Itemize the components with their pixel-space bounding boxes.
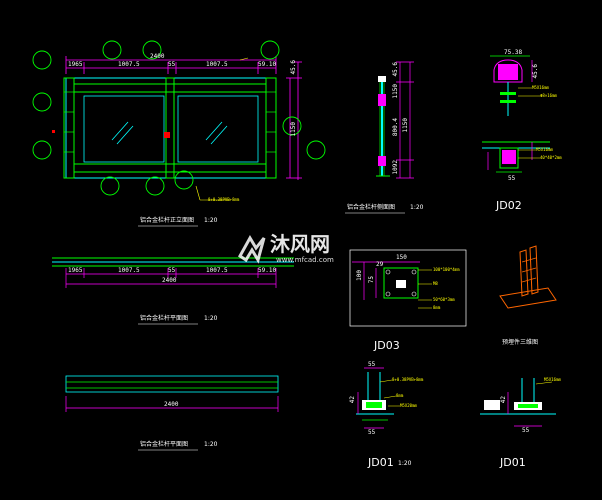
- jd02-note-3: M5X16mm: [536, 147, 553, 152]
- jd01-left-detail: [356, 367, 400, 429]
- elev-dim-5: 59.10: [258, 61, 277, 68]
- jd02-dim-3: 55: [508, 175, 516, 182]
- jd02-note-2: Φ8×16mm: [540, 93, 557, 98]
- watermark: 沐风网 www.mfcad.com: [236, 232, 368, 268]
- jd03-dim-4: 29: [376, 261, 384, 268]
- plan1-dim-3: 55: [168, 267, 176, 274]
- jd02-label: JD02: [496, 199, 522, 212]
- jd01l-note-3: M5X20mm: [400, 403, 417, 408]
- jd01-right-detail: [480, 378, 556, 427]
- plan-view-2: [65, 375, 279, 412]
- iso-title: 预埋件三维图: [502, 339, 539, 346]
- elev-overall-width: 2400: [150, 53, 165, 60]
- side-dim-2: 1150: [392, 84, 399, 99]
- watermark-brand: 沐风网: [270, 232, 330, 256]
- jd02-dim-2: 45.6: [532, 64, 539, 79]
- iso-embed-view: [499, 245, 557, 309]
- jd03-dim-2: 100: [356, 270, 363, 281]
- side-dim-5: 1150: [402, 118, 409, 133]
- plan1-overall-width: 2400: [162, 277, 177, 284]
- plan1-dim-2: 1007.5: [118, 267, 140, 274]
- plan1-dim-4: 1007.5: [206, 267, 228, 274]
- elev-dim-4: 1007.5: [206, 61, 228, 68]
- elev-scale: 1:20: [204, 217, 218, 224]
- title-underlines: [138, 212, 405, 451]
- side-dim-4: 800.4: [392, 118, 399, 137]
- jd01r-dim-2: 42: [500, 396, 507, 404]
- side-dim-1: 45.6: [392, 62, 399, 77]
- elev-dim-right-1: 45.6: [290, 60, 297, 75]
- elev-glass-note: 8+0.38PVB+8mm: [208, 197, 240, 202]
- plan1-scale: 1:20: [204, 315, 218, 322]
- elev-dim-3: 55: [168, 61, 176, 68]
- jd01l-label: JD01: [368, 456, 394, 469]
- jd02-note-4: 40*40*2mm: [540, 155, 562, 160]
- jd03-note-2: M8: [433, 281, 438, 286]
- side-dim-3: 1092: [392, 160, 399, 175]
- plan2-overall-width: 2400: [164, 401, 179, 408]
- jd01r-dim-1: 55: [522, 427, 530, 434]
- plan1-dim-5: 59.10: [258, 267, 277, 274]
- jd03-note-1: 100*100*4mm: [433, 267, 460, 272]
- jd02-dim-1: 75.38: [504, 49, 523, 56]
- plan2-scale: 1:20: [204, 441, 218, 448]
- side-scale: 1:20: [410, 204, 424, 211]
- jd03-note-3: 50*60*3mm: [433, 297, 455, 302]
- elevation-view: [32, 40, 326, 201]
- plan2-title: 铝合金栏杆平面图: [140, 441, 189, 448]
- jd01l-dim-1: 55: [368, 361, 376, 368]
- jd01r-label: JD01: [500, 456, 526, 469]
- brand-logo-icon: [238, 235, 266, 264]
- jd03-label: JD03: [374, 339, 400, 352]
- elev-dim-2: 1007.5: [118, 61, 140, 68]
- jd03-dim-1: 150: [396, 254, 407, 261]
- jd02-note-1: M5X16mm: [532, 85, 549, 90]
- jd01l-note-1: 8+0.38PVB+8mm: [392, 377, 424, 382]
- jd02-detail: [482, 55, 550, 173]
- elev-title: 铝合金栏杆正立面图: [140, 217, 195, 224]
- plan-view-1: [52, 257, 294, 288]
- watermark-url: www.mfcad.com: [276, 256, 334, 264]
- elev-dim-1: 1965: [68, 61, 83, 68]
- side-section-view: [376, 61, 414, 179]
- side-title: 铝合金栏杆侧面图: [347, 204, 396, 211]
- plan1-title: 铝合金栏杆平面图: [140, 315, 189, 322]
- jd01l-note-2: 8mm: [396, 393, 404, 398]
- jd03-detail: [349, 249, 467, 327]
- jd01l-dim-3: 42: [349, 396, 356, 404]
- jd01l-scale: 1:20: [398, 460, 412, 467]
- elev-dim-right-2: 1150: [290, 122, 297, 137]
- jd03-dim-3: 75: [368, 276, 375, 284]
- jd03-note-4: 8mm: [433, 305, 441, 310]
- plan1-dim-1: 1965: [68, 267, 83, 274]
- jd01r-note-1: M5X16mm: [544, 377, 561, 382]
- jd01l-dim-2: 55: [368, 429, 376, 436]
